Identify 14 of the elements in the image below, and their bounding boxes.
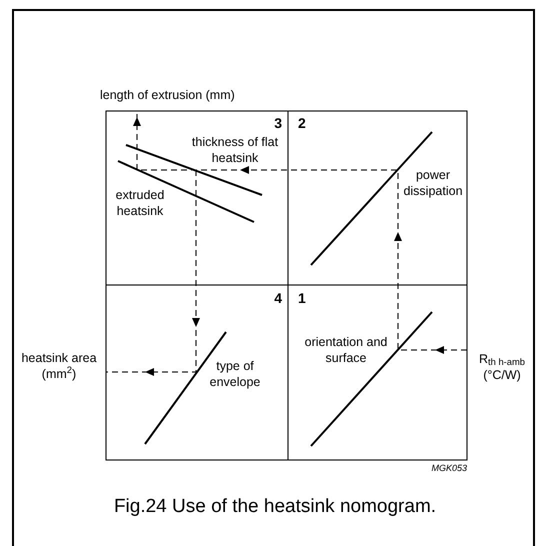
quadrant-number: 3 [273, 114, 282, 132]
axis-label: length of extrusion (mm) [100, 87, 236, 103]
curve-label: type of envelope [208, 358, 262, 390]
quadrant-number: 4 [273, 289, 282, 307]
figure-code: MGK053 [430, 462, 467, 474]
quadrant-number: 2 [298, 114, 307, 132]
axis-label: R$_{th h-amb}$ (°C/W) [478, 351, 526, 383]
quadrant-number: 1 [298, 289, 307, 307]
curve-label: thickness of flat heatsink [190, 134, 280, 166]
curve-label: extruded heatsink [114, 187, 166, 219]
axis-label: heatsink area (mm$^{2}$) [20, 350, 98, 382]
curve-label: orientation and surface [304, 334, 388, 366]
figure-caption: Fig.24 Use of the heatsink nomogram. [112, 495, 438, 519]
curve-label: power dissipation [402, 167, 464, 199]
